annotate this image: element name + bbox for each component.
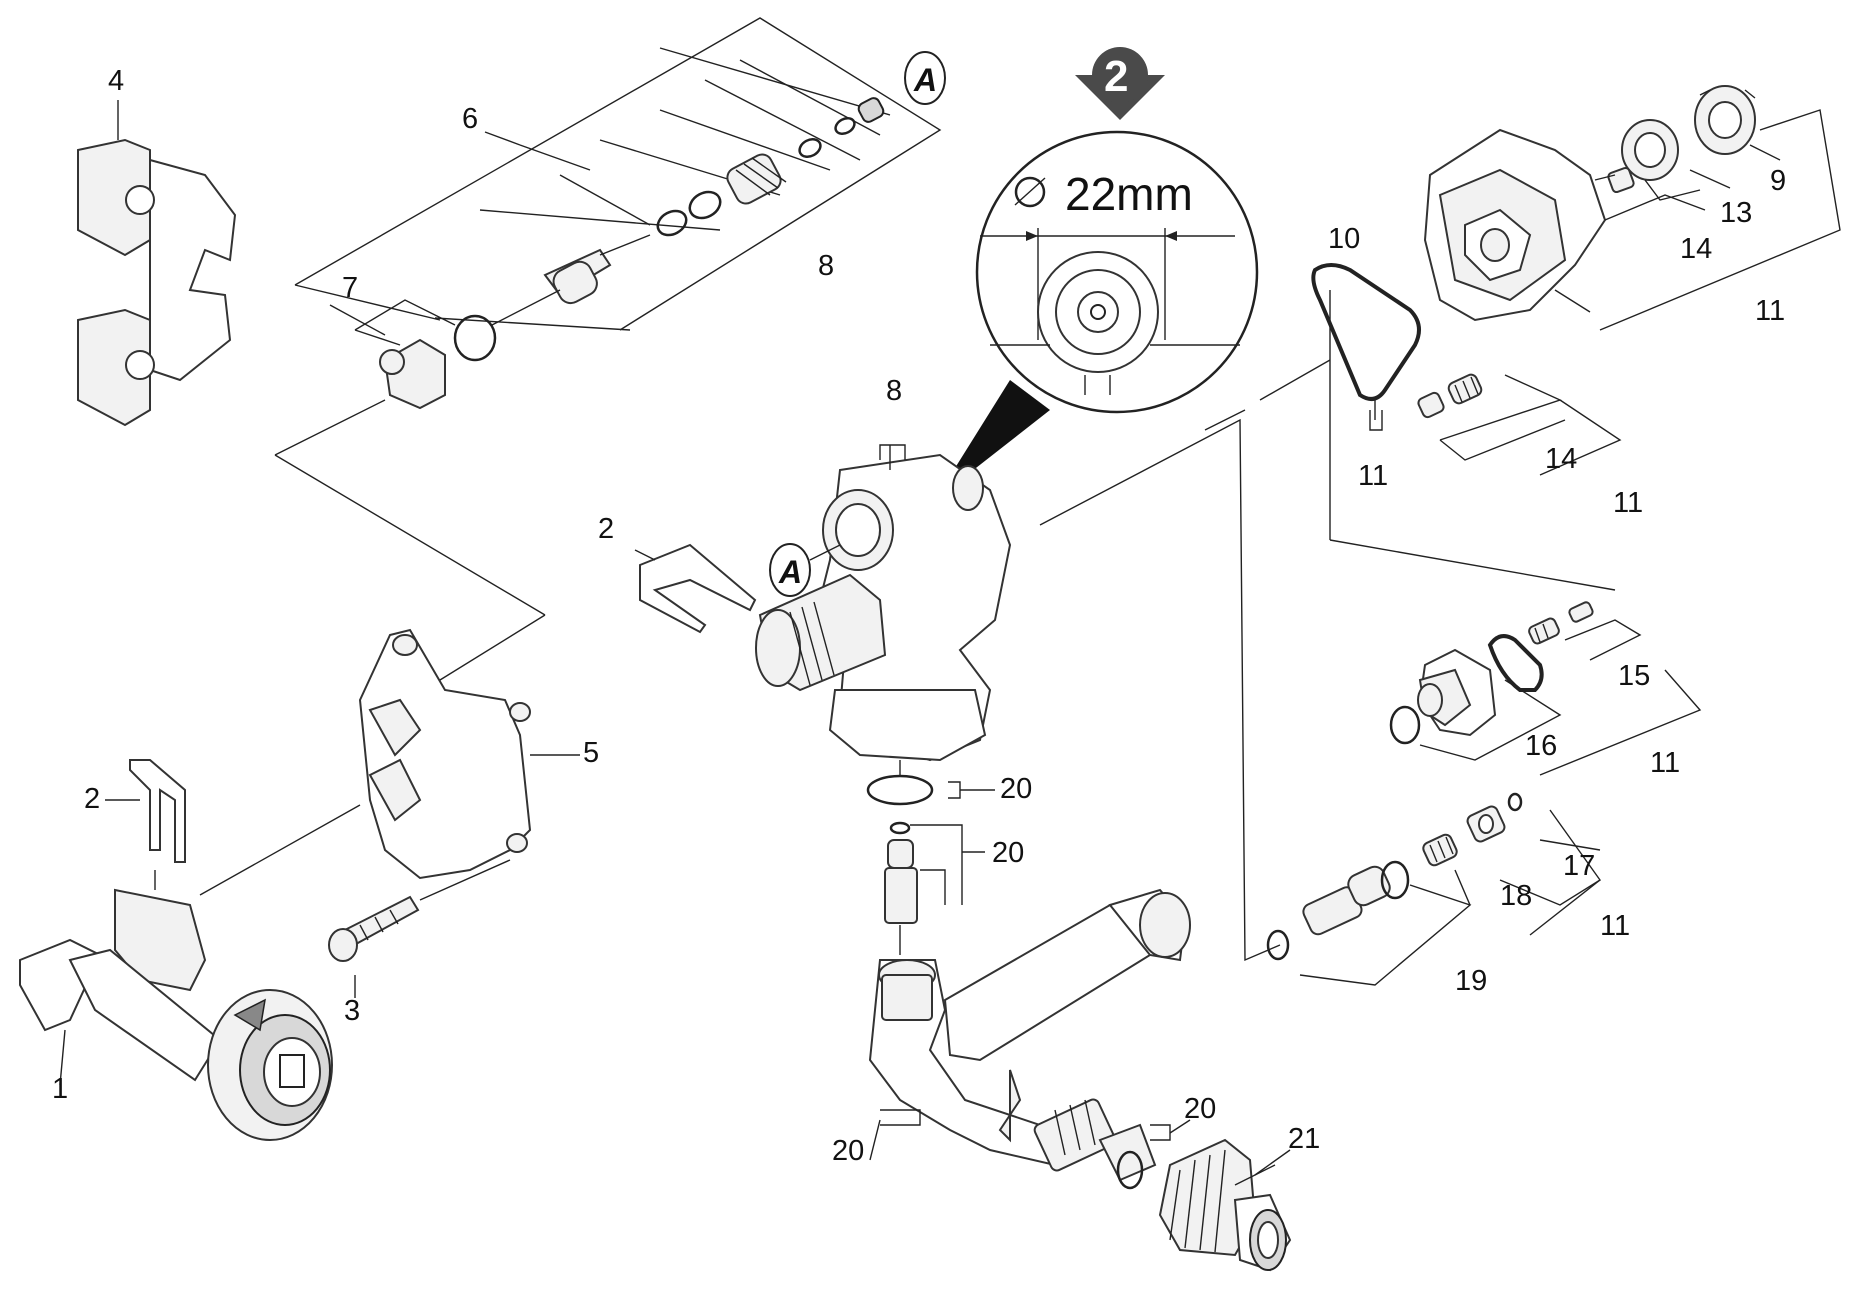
label-part-17: 17 bbox=[1563, 850, 1595, 882]
label-part-1: 1 bbox=[52, 1073, 68, 1105]
step-2-text: 2 bbox=[1104, 52, 1128, 101]
label-part-2-center: 2 bbox=[598, 513, 614, 545]
part-4-bracket bbox=[77, 138, 237, 427]
part-7-elbow bbox=[329, 289, 561, 410]
zoom-dimension-text: 22mm bbox=[1065, 168, 1193, 220]
part-5-cover bbox=[358, 628, 580, 880]
label-part-11-c: 11 bbox=[1613, 487, 1643, 519]
main-housing bbox=[755, 444, 1012, 762]
part-10-gasket bbox=[1259, 263, 1616, 591]
upper-assembly-leaders bbox=[294, 17, 942, 331]
part-number-labels: 4 6 7 8 8 2 5 2 3 1 20 20 20 20 21 9 13 … bbox=[52, 65, 1786, 1176]
callout-a-center: A bbox=[769, 543, 841, 597]
label-part-18: 18 bbox=[1500, 880, 1532, 912]
label-part-5: 5 bbox=[583, 737, 599, 769]
label-part-14-top: 14 bbox=[1680, 233, 1712, 265]
part-3-screw bbox=[328, 859, 511, 998]
label-part-11-e: 11 bbox=[1600, 910, 1630, 942]
label-part-9: 9 bbox=[1770, 165, 1786, 197]
label-part-21: 21 bbox=[1288, 1123, 1320, 1155]
leader-7-to-5 bbox=[274, 454, 546, 616]
lower-t-pipe bbox=[868, 888, 1191, 1190]
part-6-valve-stack bbox=[543, 97, 885, 305]
part-20-oring-filter bbox=[866, 760, 995, 955]
leader-7-down bbox=[274, 399, 386, 456]
callout-a-top-text: A bbox=[913, 62, 937, 98]
label-part-20-d: 20 bbox=[1184, 1093, 1216, 1125]
label-part-11-b: 11 bbox=[1358, 460, 1388, 492]
part-20-lower-leaders bbox=[869, 1109, 1191, 1161]
part-11-valve-housing-top bbox=[1423, 128, 1607, 322]
label-part-20-b: 20 bbox=[992, 837, 1024, 869]
label-part-16: 16 bbox=[1525, 730, 1557, 762]
callout-a-center-text: A bbox=[778, 554, 802, 590]
part-17-18-19-valve bbox=[1266, 792, 1602, 986]
label-part-19: 19 bbox=[1455, 965, 1487, 997]
label-part-3: 3 bbox=[344, 995, 360, 1027]
step-2-badge: 2 bbox=[1075, 47, 1165, 120]
label-part-2-left: 2 bbox=[84, 783, 100, 815]
label-part-4: 4 bbox=[108, 65, 124, 97]
label-part-7: 7 bbox=[342, 272, 358, 304]
part-14-spring bbox=[1417, 373, 1622, 476]
label-part-20-c: 20 bbox=[832, 1135, 864, 1167]
label-part-13: 13 bbox=[1720, 197, 1752, 229]
label-part-8-top: 8 bbox=[818, 250, 834, 282]
part-2-clip-left bbox=[129, 759, 186, 863]
label-part-8-center: 8 bbox=[886, 375, 902, 407]
label-part-10: 10 bbox=[1328, 223, 1360, 255]
zoom-detail: 22mm bbox=[935, 130, 1259, 500]
callout-a-top: A bbox=[904, 51, 946, 105]
part-21-coupling bbox=[1158, 1138, 1292, 1272]
right-top-leaders bbox=[1554, 109, 1841, 331]
label-part-11-a: 11 bbox=[1755, 295, 1785, 327]
part-13-14-valve-seat bbox=[1594, 85, 1756, 194]
label-part-14-mid: 14 bbox=[1545, 443, 1577, 475]
leader-5-to-housing bbox=[439, 614, 546, 681]
part-2-clip-center bbox=[634, 543, 757, 634]
label-part-11-d: 11 bbox=[1650, 747, 1680, 779]
part-15-16-valve-insert bbox=[1389, 601, 1702, 776]
label-part-15: 15 bbox=[1618, 660, 1650, 692]
part-1-spray-lance-socket bbox=[19, 804, 361, 1141]
label-part-20-a: 20 bbox=[1000, 773, 1032, 805]
right-connector-leaders bbox=[1039, 409, 1281, 962]
label-part-6: 6 bbox=[462, 103, 478, 135]
